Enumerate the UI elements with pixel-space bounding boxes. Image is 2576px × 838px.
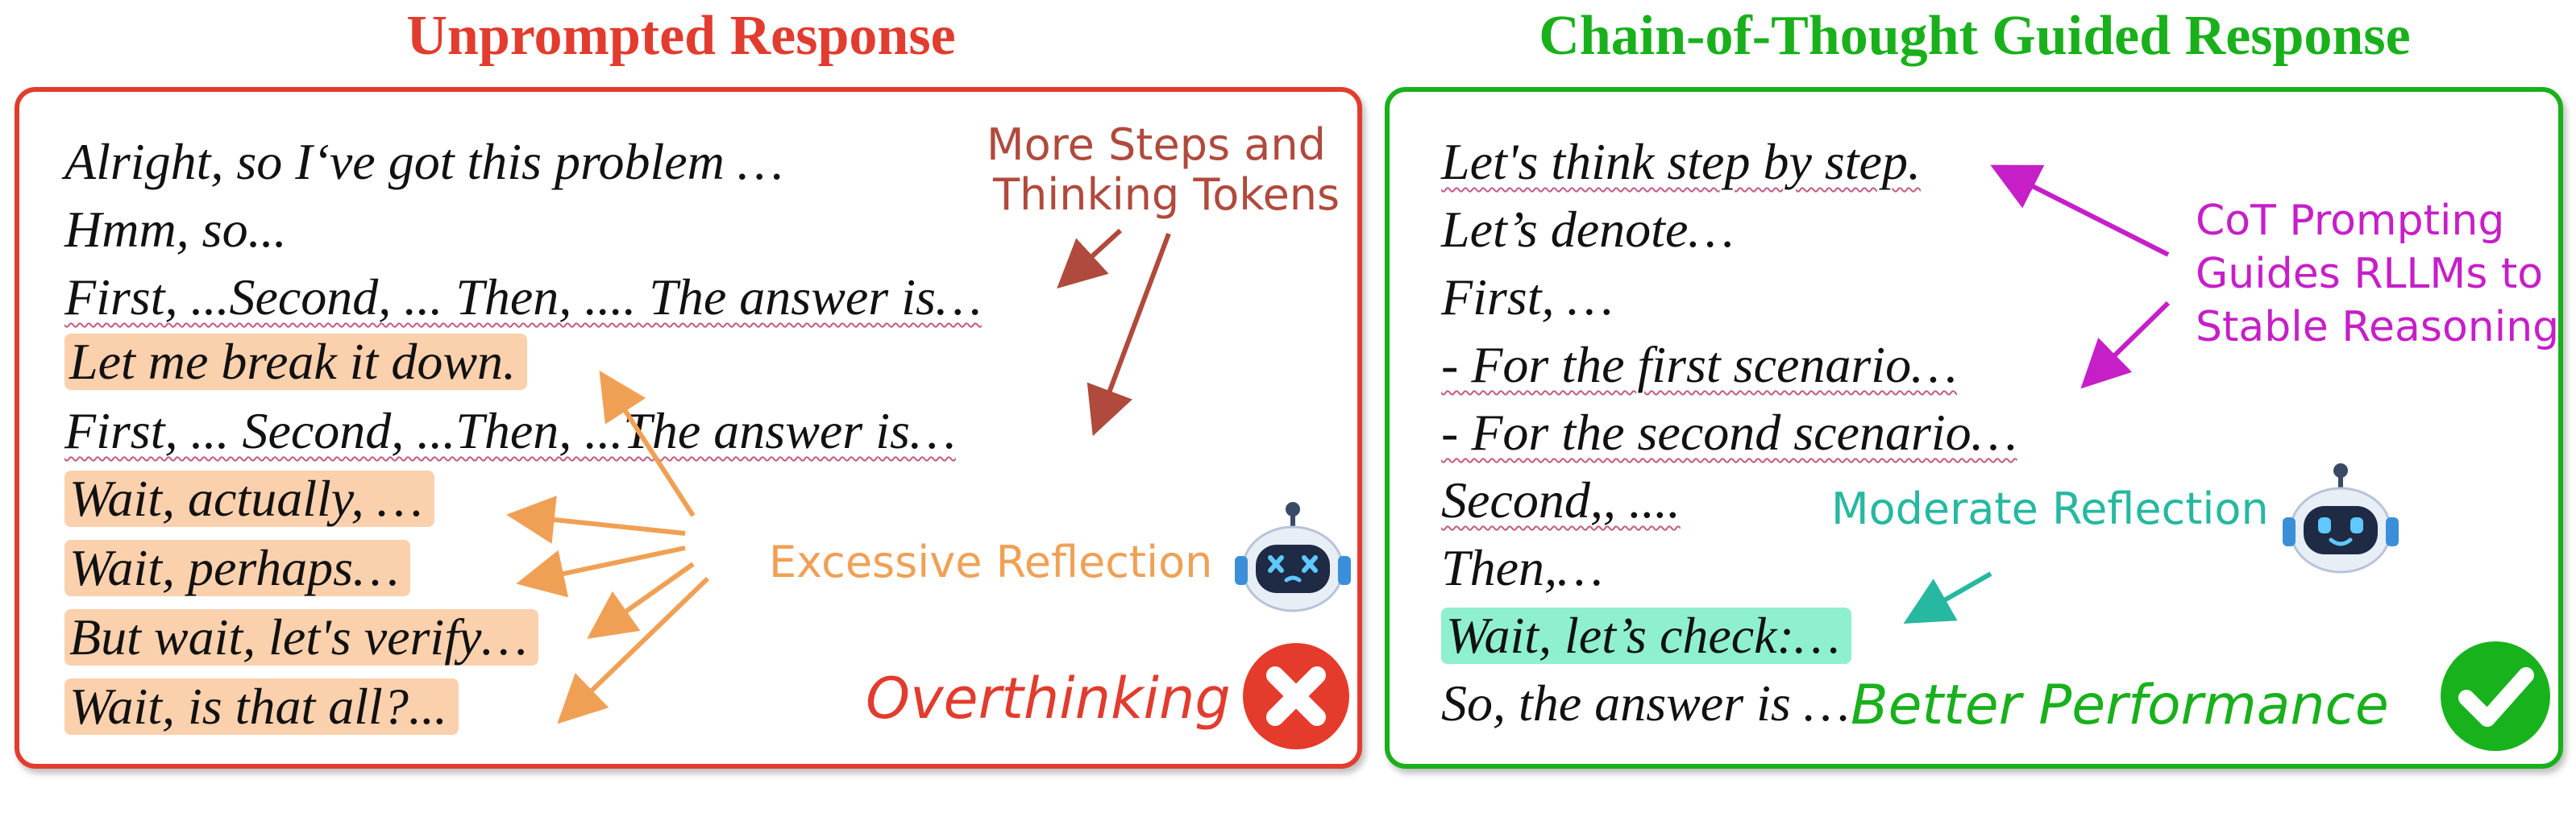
cross-icon: [1243, 643, 1349, 749]
reflection-line: But wait, let's verify…: [64, 609, 539, 666]
response-line: Alright, so I‘ve got this problem …: [64, 133, 783, 190]
overthinking-label: Overthinking: [866, 666, 1231, 732]
response-line: - For the first scenario…: [1441, 336, 1957, 393]
cot-arrow: [2080, 301, 2171, 389]
thinking-tokens-note: Thinking Tokens: [993, 169, 1340, 220]
check-icon: [2441, 641, 2550, 751]
stable-reasoning-note: Stable Reasoning: [2196, 303, 2560, 351]
response-line: Second,, ....: [1441, 471, 1681, 529]
response-line: Let's think step by step.: [1441, 133, 1921, 190]
reflection-line: Wait, let’s check:…: [1441, 608, 1851, 664]
cot-arrow: [1990, 164, 2170, 257]
cot-guided-response-panel: Let's think step by step. Let’s denote… …: [1385, 87, 2563, 769]
response-line: - For the second scenario…: [1441, 404, 2017, 461]
reflection-arrow: [587, 562, 695, 639]
reflection-arrow: [516, 546, 686, 598]
moderate-reflection-note: Moderate Reflection: [1831, 483, 2269, 534]
more-steps-arrow: [1057, 228, 1123, 289]
right-panel-title: Chain-of-Thought Guided Response: [1539, 5, 2411, 67]
reflection-line: Wait, perhaps…: [64, 540, 410, 596]
reflection-arrow: [557, 576, 710, 724]
happy-robot-icon: [2283, 463, 2399, 574]
moderate-reflection-arrow: [1903, 571, 1992, 624]
better-performance-label: Better Performance: [1851, 674, 2389, 737]
response-line: Hmm, so...: [64, 201, 287, 258]
reflection-line: Let me break it down.: [64, 334, 527, 390]
response-line: First, …: [1441, 268, 1614, 326]
response-line: So, the answer is …: [1441, 674, 1850, 732]
reflection-arrow: [506, 496, 686, 544]
reflection-arrow: [599, 370, 696, 517]
left-panel-title: Unprompted Response: [406, 5, 956, 67]
excessive-reflection-note: Excessive Reflection: [769, 537, 1213, 587]
response-line: Then,…: [1441, 539, 1603, 596]
reflection-line: Wait, actually, …: [64, 471, 434, 527]
response-line: First, ... Second, ...Then, ...The answe…: [64, 402, 956, 459]
cot-prompting-note: CoT Prompting: [2196, 197, 2505, 245]
guides-rllms-note: Guides RLLMs to: [2196, 250, 2544, 298]
dizzy-robot-icon: [1235, 502, 1351, 612]
more-steps-arrow: [1086, 232, 1171, 437]
response-line: First, ...Second, ... Then, .... The ans…: [64, 268, 982, 326]
reflection-line: Wait, is that all?...: [64, 678, 459, 735]
more-steps-note: More Steps and: [987, 119, 1326, 170]
response-line: Let’s denote…: [1441, 201, 1735, 258]
unprompted-response-panel: Alright, so I‘ve got this problem … Hmm,…: [15, 87, 1362, 769]
